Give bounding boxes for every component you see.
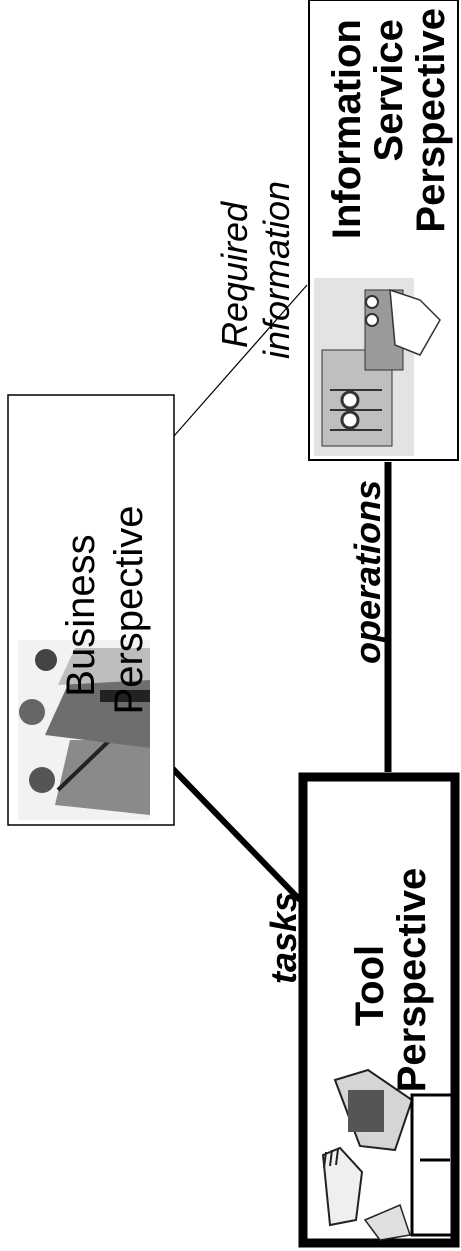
required-information-connector: [173, 284, 308, 437]
business-people-icon: [18, 640, 150, 820]
required-label-line1: Required: [214, 201, 255, 348]
user-at-computer-icon: [321, 1068, 454, 1241]
business-perspective-title: Business Perspective: [59, 506, 151, 715]
information-title-line1: Information: [325, 19, 369, 239]
server-computers-icon: [314, 278, 441, 456]
tasks-label: tasks: [263, 892, 304, 984]
business-title-line1: Business: [59, 534, 103, 696]
tasks-connector: [169, 765, 303, 903]
required-information-label: Required information: [214, 181, 297, 359]
operations-label: operations: [347, 480, 388, 664]
information-service-perspective-title: Information Service Perspective: [325, 8, 453, 239]
required-label-line2: information: [256, 181, 297, 359]
information-title-line2: Service: [367, 19, 411, 161]
tool-perspective-title: Tool Perspective: [348, 868, 434, 1093]
business-title-line2: Perspective: [107, 506, 151, 715]
tool-title-line1: Tool: [348, 945, 392, 1026]
tool-title-line2: Perspective: [390, 868, 434, 1093]
information-title-line3: Perspective: [409, 8, 453, 233]
